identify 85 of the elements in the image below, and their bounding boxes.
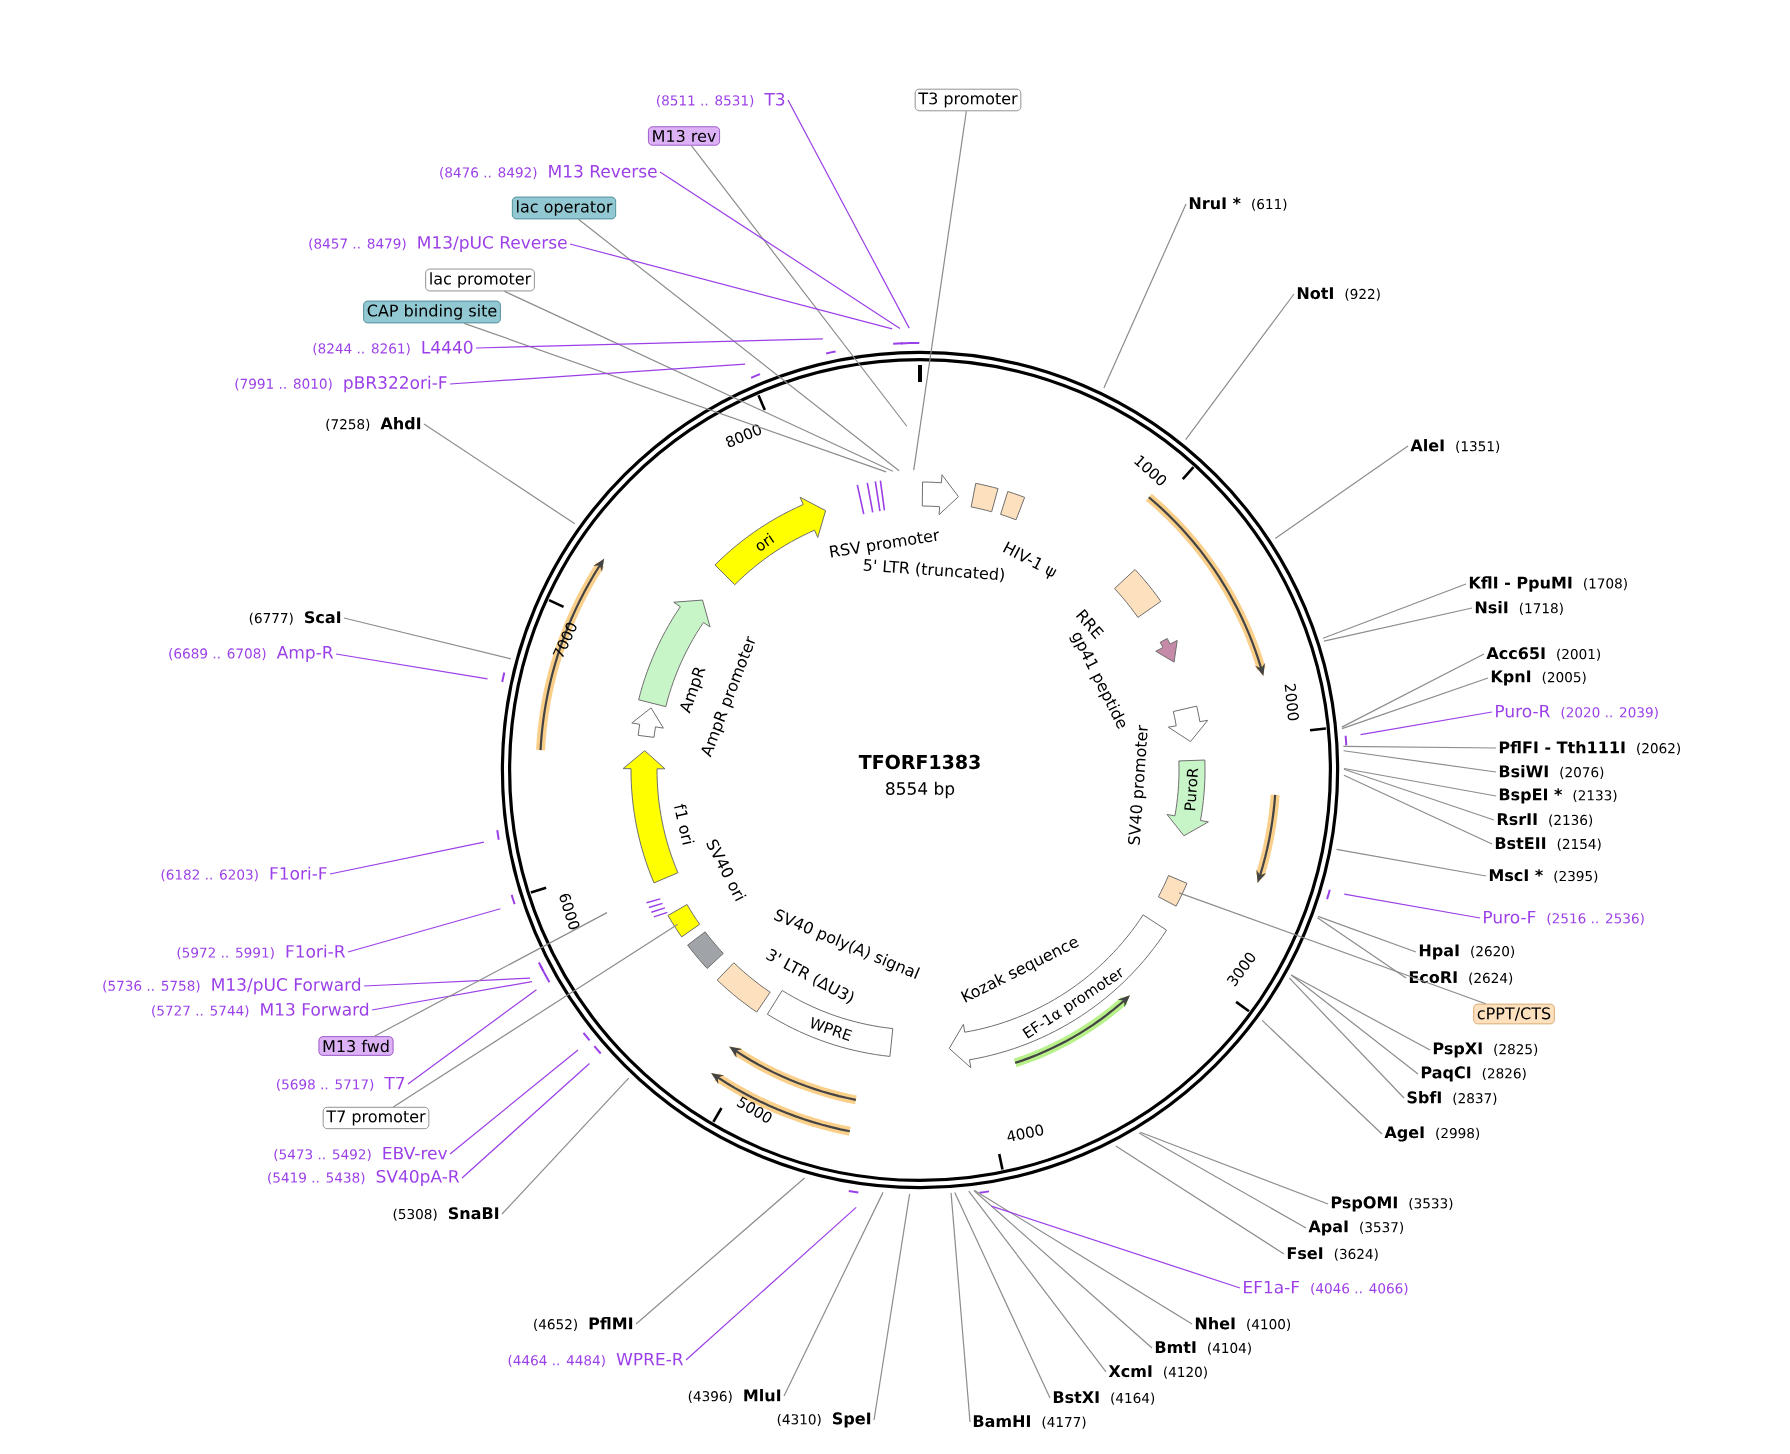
feature-box [687,931,724,969]
feature-name: AmpR [680,667,706,714]
feature-label: lac promoter [425,268,535,292]
leader-line [1290,974,1419,1075]
leader-line [1178,892,1487,1005]
leader-line [913,110,967,471]
leader-line [787,99,910,329]
feature-name: SV40 promoter [1128,724,1148,845]
feature-label: CAP binding site [363,300,501,324]
leader-line [501,1077,630,1215]
leader-line [1343,893,1481,919]
leader-line [329,841,485,875]
feature-block [1155,638,1178,663]
sequence-length: 8554 bp [886,781,955,799]
leader-line [347,908,501,953]
leader-line [463,322,887,473]
feature-name: 5' LTR (truncated) [863,559,1004,583]
leader-line [1138,1132,1307,1229]
leader-line [659,171,901,330]
feature-label: M13 fwd [318,1036,394,1056]
feature-label: lac operator [511,196,617,220]
feature-name: RSV promoter [829,531,939,558]
leader-line [950,1192,971,1423]
leader-line [1261,1019,1383,1135]
feature-box [1000,491,1026,521]
feature-box [1114,569,1162,618]
leader-line [783,1191,884,1397]
leader-line [1185,293,1295,441]
leader-line [968,1190,1107,1373]
leader-line [1342,745,1497,749]
leader-line [973,1189,1153,1349]
map-title: TFORF1383 [858,754,980,770]
leader-line [1343,774,1493,845]
feature-label: T7 promoter [322,1106,430,1130]
leader-line [990,1205,1241,1289]
leader-line [475,338,824,349]
leader-line [1343,768,1495,821]
feature-block [631,707,664,738]
feature-box [970,482,999,513]
feature-box [716,962,771,1013]
leader-line [635,1177,806,1325]
leader-line [363,977,531,987]
leader-line [461,1062,591,1179]
leader-line [1323,607,1473,642]
leader-line [449,1049,579,1155]
leader-line [1322,583,1467,639]
leader-line [1341,653,1485,728]
leader-line [423,423,576,525]
leader-line [407,989,538,1085]
leader-line [1115,1145,1285,1255]
leader-line [373,912,608,1037]
leader-line [1341,677,1489,730]
feature-name: f1 ori [674,803,695,845]
leader-line [1288,977,1405,1099]
feature-block [921,474,959,516]
leader-line [685,1206,857,1361]
feature-block [1167,705,1209,743]
feature-label: cPPT/CTS [1473,1003,1555,1025]
leader-line [954,1191,1051,1399]
leader-line [1335,848,1487,877]
leader-line [503,290,894,472]
leader-line [343,617,512,660]
feature-label: T3 promoter [914,88,1022,112]
leader-line [1103,203,1187,389]
feature-label: M13 rev [648,126,720,146]
leader-line [873,1193,911,1421]
feature-box [667,904,701,938]
plasmid-backbone [500,350,1340,1190]
leader-line [371,980,533,1011]
leader-line [569,243,893,330]
leader-line [974,1189,1193,1325]
leader-line [1343,767,1497,797]
leader-line [335,653,489,680]
leader-line [1274,445,1409,540]
leader-line [449,363,746,385]
leader-line [1316,917,1407,979]
leader-line [690,145,908,427]
leader-line [577,218,900,472]
leader-line [392,923,679,1108]
feature-box [1157,875,1188,907]
leader-line [1290,974,1431,1051]
leader-line [1360,711,1493,736]
leader-line [1139,1131,1329,1205]
leader-line [1342,750,1497,773]
leader-line [1317,915,1417,953]
